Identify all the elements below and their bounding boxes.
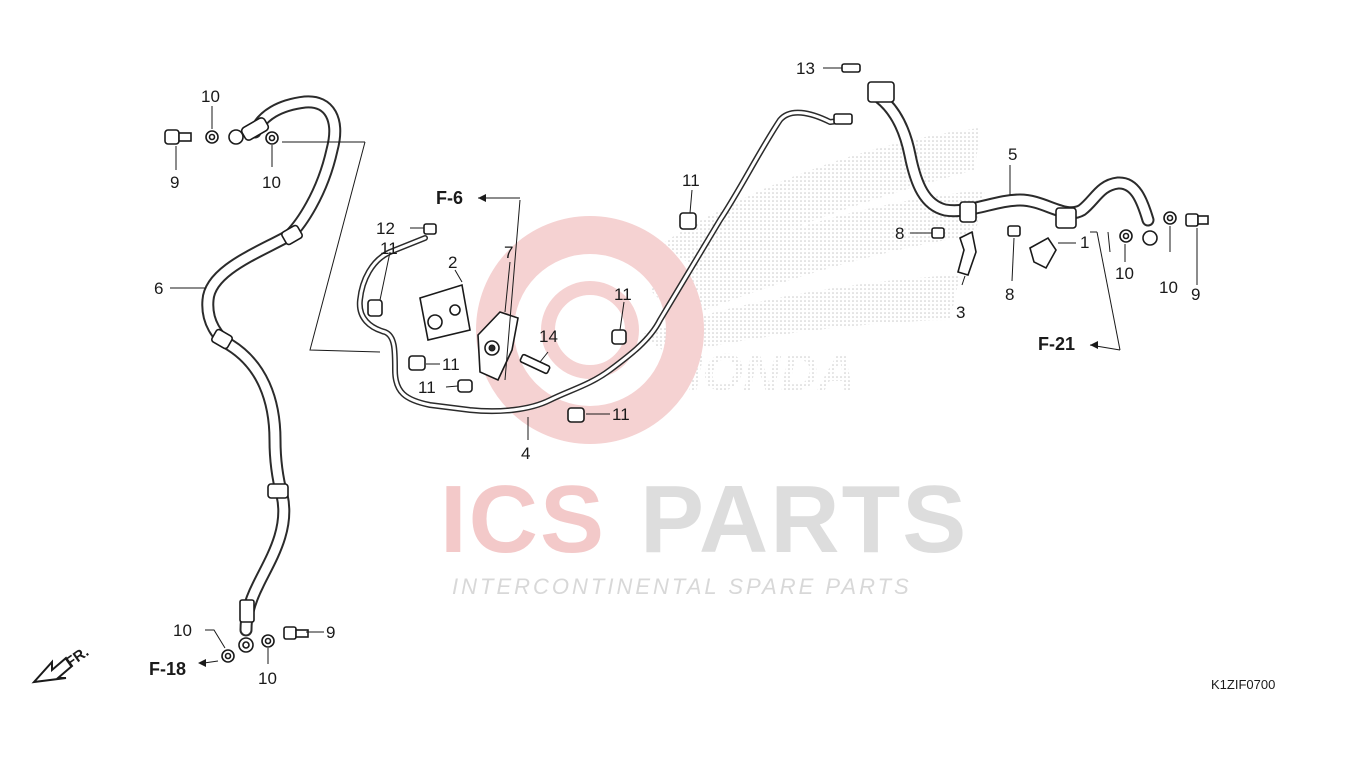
callout-11: 11: [442, 355, 460, 374]
callout-11: 11: [612, 405, 630, 424]
callout-9: 9: [1191, 285, 1200, 304]
bolt-14: [519, 353, 551, 375]
hose-joint-upper: [867, 81, 895, 103]
watermark-parts: PARTS: [640, 466, 968, 573]
brake-pipe-4: [356, 109, 853, 415]
clamps-11: [367, 212, 697, 423]
joint-bracket-2: [419, 283, 471, 341]
callout-10: 10: [1159, 278, 1178, 297]
bolt-12: [423, 223, 437, 235]
callout-3: 3: [956, 303, 965, 322]
callout-14: 14: [539, 327, 558, 346]
callout-11: 11: [614, 285, 632, 304]
upper-left-fittings: [164, 129, 279, 145]
bolt-13: [841, 63, 861, 73]
lower-left-fittings: [221, 626, 309, 663]
leader-lines: [170, 67, 1198, 664]
callout-4: 4: [521, 444, 530, 463]
right-fittings: [1119, 211, 1209, 243]
callout-2: 2: [448, 253, 457, 272]
ics-parts-watermark: ICS PARTS INTERCONTINENTAL SPARE PARTS: [440, 466, 968, 599]
callout-5: 5: [1008, 145, 1017, 164]
reference-labels: F-6 F-21 F-18: [149, 188, 1121, 679]
hose-clip-1: [1007, 225, 1057, 270]
callout-9: 9: [326, 623, 335, 642]
bolt-8-b: [1007, 225, 1021, 237]
callout-8: 8: [1005, 285, 1014, 304]
callout-1: 1: [1080, 233, 1089, 252]
callout-7: 7: [504, 243, 513, 262]
callout-10: 10: [258, 669, 277, 688]
callout-9: 9: [170, 173, 179, 192]
brake-joint-7: [477, 311, 519, 382]
callout-13: 13: [796, 59, 815, 78]
callout-numbers: 10 10 9 6 10 10 9 12 2 7 14 11 11 11 11 …: [154, 59, 1200, 688]
callout-11: 11: [682, 171, 700, 190]
callout-6: 6: [154, 279, 163, 298]
ref-f21: F-21: [1038, 334, 1075, 354]
callout-10: 10: [173, 621, 192, 640]
ref-f6: F-6: [436, 188, 463, 208]
banjo-bolt-9-upper: [164, 129, 180, 145]
bolt-8-a: [931, 227, 945, 239]
callout-12: 12: [376, 219, 395, 238]
callout-11: 11: [380, 239, 398, 258]
hose-stay-3: [931, 227, 977, 276]
callout-10: 10: [1115, 264, 1134, 283]
ref-f18: F-18: [149, 659, 186, 679]
callout-10: 10: [262, 173, 281, 192]
callout-11: 11: [418, 378, 436, 397]
diagram-code: K1ZIF0700: [1211, 677, 1275, 692]
watermark-ics: ICS: [440, 466, 606, 573]
watermark-tagline: INTERCONTINENTAL SPARE PARTS: [452, 574, 912, 599]
callout-10: 10: [201, 87, 220, 106]
brake-hose-5: [867, 81, 1158, 246]
front-direction-arrow: FR.: [31, 643, 92, 684]
callout-8: 8: [895, 224, 904, 243]
brake-hose-6: [201, 95, 342, 653]
honda-wing-watermark: HONDA: [640, 128, 985, 402]
